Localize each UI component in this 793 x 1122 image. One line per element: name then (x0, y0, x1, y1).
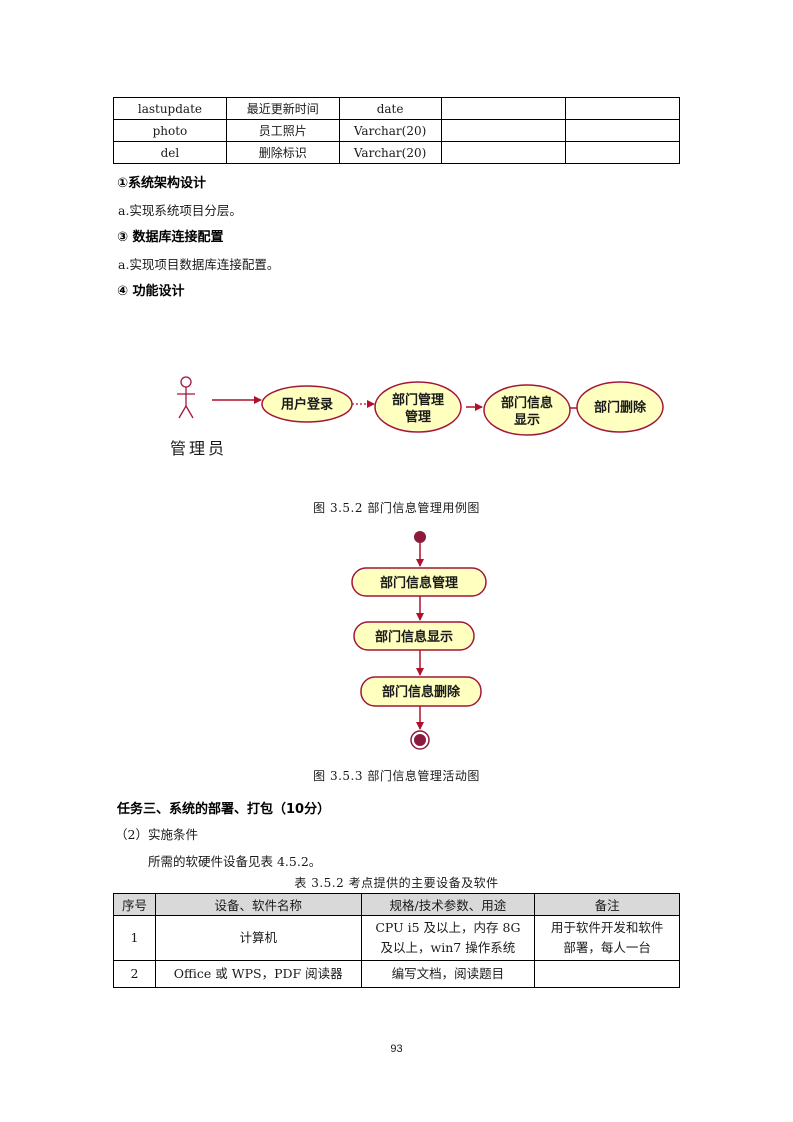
usecase-label: 用户登录 (280, 397, 333, 413)
task-intro: 所需的软硬件设备见表 4.5.2。 (148, 854, 322, 869)
activity-label: 部门信息删除 (382, 684, 461, 700)
activity-label: 部门信息显示 (375, 629, 453, 645)
column-header: 序号 (113, 893, 156, 916)
row-number: 1 (113, 915, 156, 961)
note-line: 用于软件开发和软件 (550, 920, 664, 935)
field-empty (440, 141, 567, 164)
table-row: photo 员工照片 Varchar(20) (113, 119, 680, 142)
field-desc: 删除标识 (225, 141, 340, 164)
page-number: 93 (390, 1043, 403, 1055)
activity-dept-manage: 部门信息管理 (351, 567, 487, 597)
column-header: 设备、软件名称 (154, 893, 362, 916)
usecase-label: 管理 (405, 409, 431, 425)
start-node (414, 531, 426, 543)
usecase-label: 部门信息 (501, 395, 553, 411)
row-number: 2 (113, 960, 156, 988)
arch-text: a.实现系统项目分层。 (118, 203, 242, 218)
usecase-dept-delete: 部门删除 (576, 381, 664, 433)
activity-label: 部门信息管理 (380, 575, 458, 591)
usecase-label: 部门删除 (594, 400, 647, 416)
table-caption: 表 3.5.2 考点提供的主要设备及软件 (294, 876, 499, 890)
usecase-label: 部门管理 (392, 392, 444, 408)
activity-dept-delete: 部门信息删除 (360, 676, 482, 707)
equipment-name: 计算机 (154, 915, 362, 961)
equipment-note: 用于软件开发和软件 部署，每人一台 (534, 915, 680, 961)
end-node (410, 730, 430, 750)
usecase-login: 用户登录 (261, 385, 353, 423)
db-text: a.实现项目数据库连接配置。 (118, 257, 280, 272)
equipment-note (534, 960, 680, 988)
table-row: del 删除标识 Varchar(20) (113, 141, 680, 164)
table-row: 1 计算机 CPU i5 及以上，内存 8G 及以上，win7 操作系统 用于软… (113, 915, 680, 961)
spec-line: CPU i5 及以上，内存 8G (375, 920, 521, 935)
spec-line: 及以上，win7 操作系统 (380, 940, 516, 955)
equipment-name: Office 或 WPS，PDF 阅读器 (154, 960, 362, 988)
field-desc: 最近更新时间 (225, 97, 340, 120)
actor-icon (177, 376, 195, 419)
field-empty (440, 97, 567, 120)
field-name: lastupdate (113, 97, 227, 120)
usecase-label: 显示 (514, 413, 540, 428)
equipment-table: 序号 设备、软件名称 规格/技术参数、用途 备注 1 计算机 CPU i5 及以… (113, 893, 680, 988)
field-empty (565, 119, 680, 142)
field-empty (440, 119, 567, 142)
field-table: lastupdate 最近更新时间 date photo 员工照片 Varcha… (113, 97, 680, 164)
field-type: Varchar(20) (338, 119, 442, 142)
usecase-diagram: 用户登录 部门管理 管理 部门信息 显示 部门删除 (177, 376, 664, 436)
usecase-dept-manage: 部门管理 管理 (374, 381, 462, 433)
table-row: lastupdate 最近更新时间 date (113, 97, 680, 120)
field-empty (565, 141, 680, 164)
field-empty (565, 97, 680, 120)
field-name: photo (113, 119, 227, 142)
field-type: Varchar(20) (338, 141, 442, 164)
arch-heading: ①系统架构设计 (117, 176, 207, 191)
equipment-spec: 编写文档，阅读题目 (360, 960, 536, 988)
usecase-caption: 图 3.5.2 部门信息管理用例图 (313, 501, 480, 515)
actor-label: 管理员 (170, 439, 228, 458)
equipment-spec: CPU i5 及以上，内存 8G 及以上，win7 操作系统 (360, 915, 536, 961)
field-type: date (338, 97, 442, 120)
db-heading: ③ 数据库连接配置 (117, 230, 224, 245)
activity-caption: 图 3.5.3 部门信息管理活动图 (313, 769, 480, 783)
field-desc: 员工照片 (225, 119, 340, 142)
column-header: 规格/技术参数、用途 (360, 893, 536, 916)
task-heading: 任务三、系统的部署、打包（10分） (117, 802, 331, 817)
table-header-row: 序号 设备、软件名称 规格/技术参数、用途 备注 (113, 893, 680, 916)
func-heading: ④ 功能设计 (117, 284, 185, 299)
field-name: del (113, 141, 227, 164)
note-line: 部署，每人一台 (563, 940, 651, 955)
task-sub: （2）实施条件 (115, 827, 198, 842)
table-row: 2 Office 或 WPS，PDF 阅读器 编写文档，阅读题目 (113, 960, 680, 988)
usecase-dept-display: 部门信息 显示 (483, 384, 571, 436)
activity-dept-display: 部门信息显示 (353, 621, 475, 651)
column-header: 备注 (534, 893, 680, 916)
activity-diagram: 部门信息管理 部门信息显示 部门信息删除 (351, 531, 487, 750)
